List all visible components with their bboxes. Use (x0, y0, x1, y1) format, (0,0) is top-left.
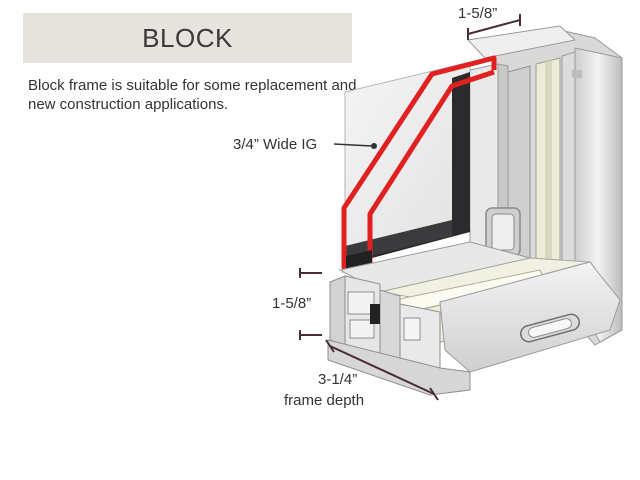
dimension-depth (325, 339, 439, 401)
glass-leader (333, 143, 377, 149)
title-box: BLOCK (23, 13, 352, 63)
spacer-bar (372, 72, 470, 258)
dimension-sill-height (299, 268, 322, 340)
depth-value-label: 3-1/4” (318, 371, 358, 388)
ig-inner-outline (367, 69, 495, 268)
top-width-label: 1-5/8” (458, 5, 498, 22)
ig-outer-outline (341, 55, 497, 268)
sill-assembly (327, 241, 621, 396)
description-text: Block frame is suitable for some replace… (28, 77, 357, 113)
right-jamb (466, 25, 623, 346)
glass-label: 3/4” Wide IG (233, 136, 318, 153)
depth-text-label: frame depth (284, 392, 365, 409)
dimension-top (467, 14, 521, 40)
sill-height-label: 1-5/8” (272, 295, 312, 312)
page-title: BLOCK (142, 23, 233, 53)
